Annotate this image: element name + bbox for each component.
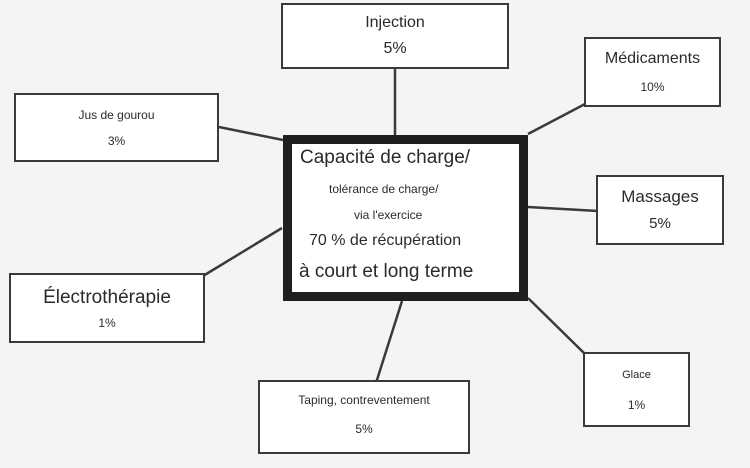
node-electrotherapie: Électrothérapie 1% <box>9 273 205 343</box>
node-glace: Glace 1% <box>583 352 690 427</box>
node-glace-label: Glace <box>622 369 651 381</box>
center-node: Capacité de charge/ tolérance de charge/… <box>283 135 528 301</box>
node-taping: Taping, contreventement 5% <box>258 380 470 454</box>
node-massages-percent: 5% <box>649 215 671 232</box>
node-glace-percent: 1% <box>627 398 646 412</box>
node-jus-de-gourou-percent: 3% <box>107 134 126 148</box>
link-medicaments <box>527 102 586 136</box>
link-glace <box>527 297 586 355</box>
center-line-2: tolérance de charge/ <box>329 182 439 196</box>
node-electrotherapie-percent: 1% <box>98 316 116 330</box>
link-massages <box>527 205 599 213</box>
node-taping-label: Taping, contreventement <box>298 393 430 407</box>
node-medicaments-percent: 10% <box>640 80 665 94</box>
node-taping-percent: 5% <box>355 422 373 436</box>
link-electrotherapie <box>202 226 283 278</box>
node-jus-de-gourou-label: Jus de gourou <box>78 108 155 122</box>
node-injection-label: Injection <box>365 14 425 31</box>
link-taping <box>374 300 404 384</box>
node-injection: Injection 5% <box>281 3 509 69</box>
node-injection-percent: 5% <box>383 40 407 57</box>
node-massages: Massages 5% <box>596 175 724 245</box>
center-line-3: via l'exercice <box>354 208 423 222</box>
center-line-1: Capacité de charge/ <box>300 147 471 168</box>
center-line-4: 70 % de récupération <box>309 232 462 249</box>
node-medicaments-label: Médicaments <box>604 50 701 67</box>
node-massages-label: Massages <box>621 187 699 206</box>
node-jus-de-gourou: Jus de gourou 3% <box>14 93 219 162</box>
node-electrotherapie-label: Électrothérapie <box>43 287 171 308</box>
node-medicaments: Médicaments 10% <box>584 37 721 107</box>
center-line-5: à court et long terme <box>299 261 474 282</box>
link-jus-de-gourou <box>218 125 284 142</box>
